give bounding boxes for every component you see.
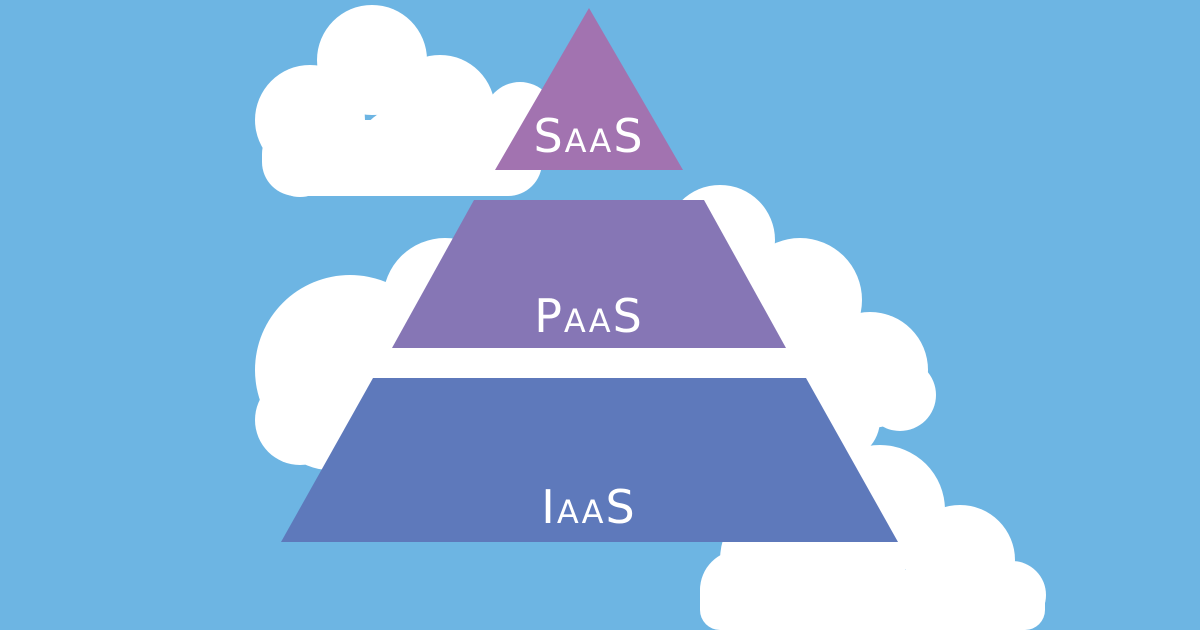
paas-tier-label: PaaS: [534, 289, 644, 343]
saas-tier-label: SaaS: [533, 109, 644, 163]
iaas-tier-shape: [281, 378, 898, 542]
paas-tier-shape: [392, 200, 786, 348]
saas-tier-shape: [495, 8, 683, 170]
cloud-upper-left: [255, 5, 556, 197]
iaas-tier-label: IaaS: [541, 480, 636, 534]
